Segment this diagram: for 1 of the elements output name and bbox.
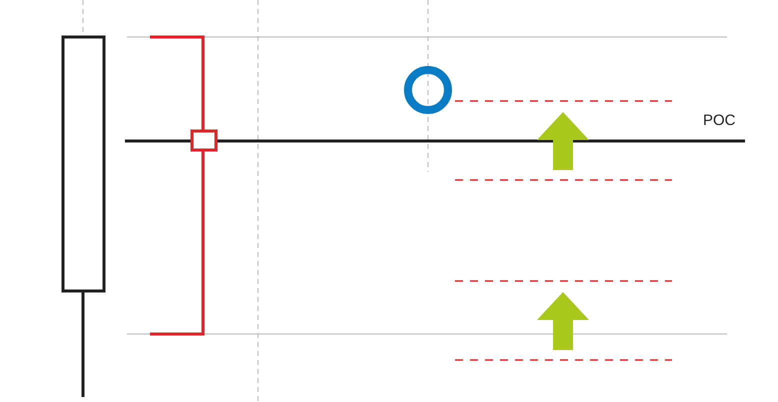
level-label: POC xyxy=(703,111,736,131)
